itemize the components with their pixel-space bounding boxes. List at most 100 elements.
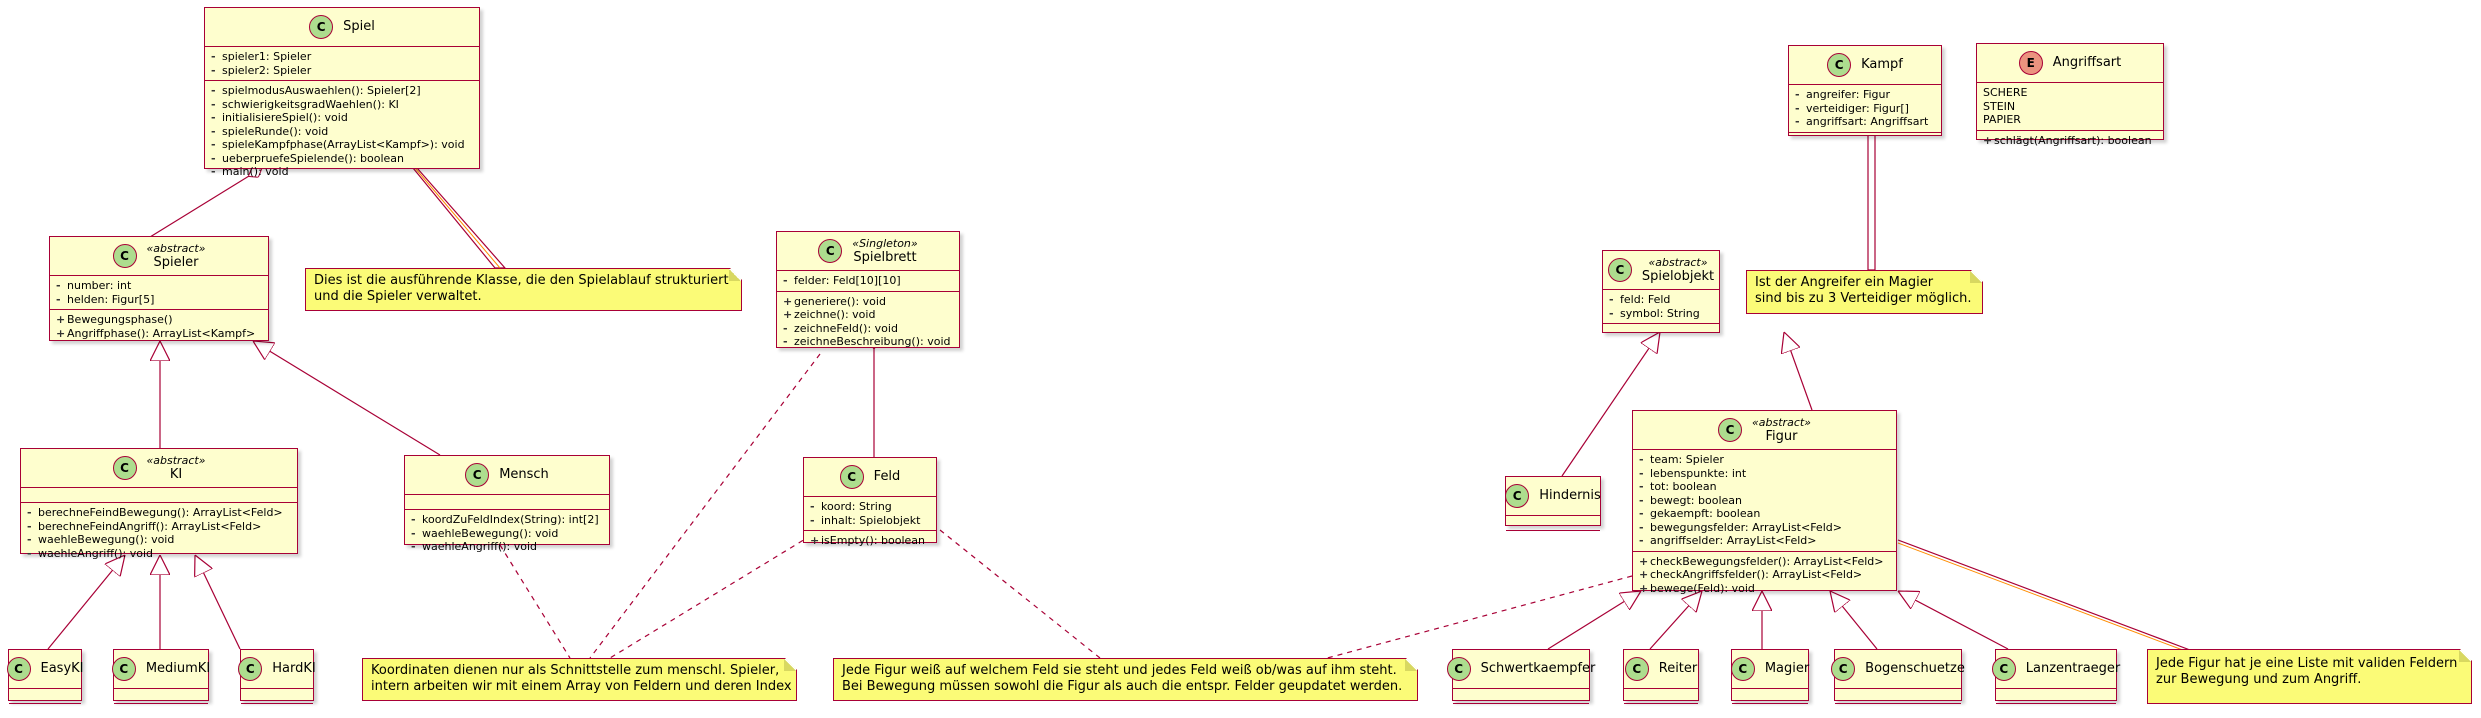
attributes-section (1506, 515, 1600, 530)
class-icon: C (112, 456, 137, 480)
method: -berechneFeindAngriff(): ArrayList<Feld> (27, 519, 262, 533)
method: +checkAngriffsfelder(): ArrayList<Feld> (1639, 568, 1863, 581)
class-header: C HardKI (238, 650, 316, 688)
class-header: C Feld (804, 458, 936, 496)
edge-spiel-spieler (149, 168, 262, 238)
enum-angriffsart[interactable]: E Angriffsart SCHERE STEIN PAPIER +schlä… (1976, 43, 2164, 147)
methods-section: +Bewegungsphase() +Angriffphase(): Array… (50, 309, 268, 343)
private-icon: - (411, 513, 416, 526)
class-header: C Spiel (205, 8, 479, 46)
methods-section: +generiere(): void +zeichne(): void -zei… (777, 290, 959, 352)
methods-section (1789, 131, 1941, 147)
private-icon: - (211, 124, 216, 138)
class-kampf[interactable]: C Kampf -angreifer: Figur -verteidiger: … (1788, 45, 1942, 136)
edge-schwertkaempfer-figur (1547, 591, 1641, 650)
class-header: C «abstract» Figur (1633, 411, 1896, 449)
class-name: KI (169, 466, 183, 482)
class-reiter[interactable]: C Reiter (1623, 649, 1699, 704)
class-feld[interactable]: C Feld -koord: String -inhalt: Spielobje… (803, 457, 937, 547)
method: +bewege(Feld): void (1639, 581, 1755, 595)
class-header: C Magier (1730, 650, 1810, 688)
class-easyki[interactable]: C EasyKI (6, 649, 84, 704)
private-icon: - (1795, 88, 1800, 101)
class-spielbrett[interactable]: C «Singleton» Spielbrett -felder: Feld[1… (776, 231, 960, 348)
public-icon: + (783, 308, 793, 321)
attributes-section: -team: Spieler -lebenspunkte: int -tot: … (1633, 449, 1896, 551)
edge-hindernis-spielobjekt (1561, 332, 1660, 477)
attribute: -spieler2: Spieler (211, 63, 312, 77)
methods-section (1506, 530, 1600, 545)
attributes-section (1996, 688, 2116, 703)
attributes-section (1835, 688, 1961, 703)
attribute: -bewegungsfelder: ArrayList<Feld> (1639, 520, 1842, 534)
class-bogenschuetze[interactable]: C Bogenschuetze (1831, 649, 1965, 704)
public-icon: + (1639, 568, 1649, 581)
class-name: Reiter (1658, 661, 1698, 676)
public-icon: + (1639, 581, 1649, 595)
method: -koordZuFeldIndex(String): int[2] (411, 513, 599, 526)
private-icon: - (1795, 101, 1800, 115)
class-spieler[interactable]: C «abstract» Spieler -number: int -helde… (49, 236, 269, 341)
method: -ueberpruefeSpielende(): boolean (211, 151, 404, 165)
class-name: Lanzentraeger (2025, 661, 2121, 676)
class-icon: C (1827, 53, 1852, 77)
class-name: Magier (1764, 661, 1810, 676)
class-name: Kampf (1861, 57, 1903, 72)
edge-feld-feldnote (939, 529, 1101, 659)
class-lanzentraeger[interactable]: C Lanzentraeger (1991, 649, 2120, 704)
class-header: C «abstract» KI (21, 449, 297, 487)
class-header: C Reiter (1624, 650, 1698, 688)
class-header: C «abstract» Spielobjekt (1603, 251, 1719, 289)
class-icon: C (1991, 657, 2016, 681)
methods-section: +schlägt(Angriffsart): boolean (1977, 129, 2163, 151)
attribute: -felder: Feld[10][10] (783, 274, 901, 287)
method: -berechneFeindBewegung(): ArrayList<Feld… (27, 506, 283, 519)
method: +Bewegungsphase() (56, 313, 173, 326)
edge-reiter-figur (1649, 591, 1702, 650)
method: -waehleAngriff(): void (27, 546, 154, 560)
class-hindernis[interactable]: C Hindernis (1505, 476, 1601, 531)
methods-section (114, 703, 208, 718)
private-icon: - (27, 546, 32, 560)
class-schwertkaempfer[interactable]: C Schwertkaempfer (1446, 649, 1595, 704)
method: +zeichne(): void (783, 308, 876, 321)
private-icon: - (783, 335, 788, 348)
private-icon: - (1639, 453, 1644, 466)
class-mensch[interactable]: C Mensch -koordZuFeldIndex(String): int[… (404, 455, 610, 553)
private-icon: - (411, 526, 416, 540)
private-icon: - (1639, 520, 1644, 534)
private-icon: - (1609, 306, 1614, 320)
public-icon: + (56, 326, 66, 340)
class-figur[interactable]: C «abstract» Figur -team: Spieler -leben… (1632, 410, 1897, 595)
class-mediumki[interactable]: C MediumKI (111, 649, 210, 704)
edge-feld-koordnote (609, 529, 821, 659)
attributes-section: -koord: String -inhalt: Spielobjekt (804, 496, 936, 530)
attribute: -bewegt: boolean (1639, 493, 1742, 507)
class-hardki[interactable]: C HardKI (238, 649, 316, 704)
class-spielobjekt[interactable]: C «abstract» Spielobjekt -feld: Feld -sy… (1602, 250, 1720, 333)
note-feld: Jede Figur weiß auf welchem Feld sie ste… (833, 658, 1418, 701)
class-name: Figur (1765, 428, 1798, 444)
methods-section (1453, 703, 1589, 718)
class-magier[interactable]: C Magier (1730, 649, 1810, 704)
attribute: -verteidiger: Figur[] (1795, 101, 1909, 115)
private-icon: - (1609, 293, 1614, 306)
class-ki[interactable]: C «abstract» KI -berechneFeindBewegung()… (20, 448, 298, 560)
enum-literal: SCHERE (1983, 86, 2028, 99)
class-spiel[interactable]: C Spiel -spieler1: Spieler -spieler2: Sp… (204, 7, 480, 178)
class-name: Feld (873, 469, 901, 484)
class-header: C «Singleton» Spielbrett (777, 232, 959, 270)
class-icon: C (6, 657, 31, 681)
private-icon: - (211, 50, 216, 63)
attribute: -helden: Figur[5] (56, 292, 155, 306)
class-icon: C (309, 15, 334, 39)
class-header: E Angriffsart (1977, 44, 2163, 82)
attributes-section (114, 688, 208, 703)
class-header: C Hindernis (1505, 477, 1601, 515)
note-figur: Jede Figur hat je eine Liste mit validen… (2147, 649, 2472, 704)
methods-section: -spielmodusAuswaehlen(): Spieler[2] -sch… (205, 80, 479, 182)
stereotype: «abstract» (146, 241, 206, 255)
attributes-section (1453, 688, 1589, 703)
method: -waehleBewegung(): void (411, 526, 559, 540)
attributes-section (241, 688, 313, 703)
